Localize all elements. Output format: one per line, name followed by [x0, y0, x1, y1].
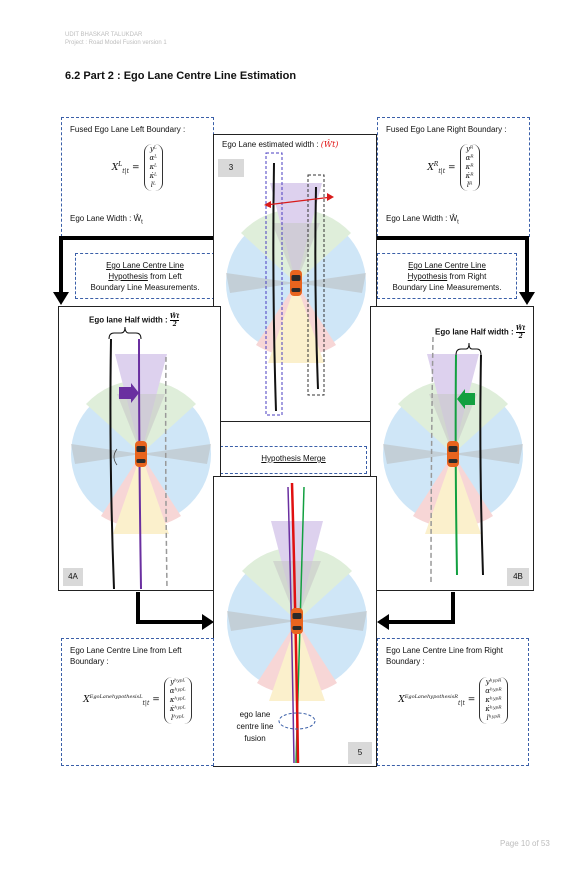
header-author: UDIT BHASKAR TALUKDAR: [65, 32, 143, 38]
hyp-right-box: Ego Lane Centre Line Hypothesis from Rig…: [377, 253, 517, 299]
panel-5: ego lane centre line fusion 5: [213, 476, 377, 767]
panel3-tag: 3: [218, 159, 244, 177]
centre-right-title: Ego Lane Centre Line from Right Boundary…: [386, 646, 503, 666]
hyp-right-line1: Ego Lane Centre Line: [408, 261, 486, 270]
hyp-right-line3: Boundary Line Measurements.: [392, 283, 502, 292]
panel3-diagram: [226, 152, 366, 416]
panel3-label: Ego Lane estimated width : (Ŵt): [222, 140, 339, 149]
hyp-merge-box: Hypothesis Merge: [220, 446, 367, 474]
panel4b-tag: 4B: [507, 568, 529, 586]
right-boundary-box: Fused Ego Lane Right Boundary : XRt|t = …: [377, 117, 530, 237]
fusion-label: ego lane centre line fusion: [236, 710, 274, 743]
centre-left-box: Ego Lane Centre Line from Left Boundary …: [61, 638, 214, 766]
panel4a-tag: 4A: [63, 568, 83, 586]
section-title: 6.2 Part 2 : Ego Lane Centre Line Estima…: [65, 70, 297, 82]
panel5-diagram: [227, 482, 367, 764]
panel4a-diagram: [71, 326, 211, 590]
page-number: Page 10 of 53: [500, 839, 550, 848]
right-width-label: Ego Lane Width : Ŵt: [386, 214, 459, 226]
left-boundary-title: Fused Ego Lane Left Boundary :: [70, 125, 186, 134]
hyp-merge-title: Hypothesis Merge: [261, 454, 326, 463]
panel-3: Ego Lane estimated width : (Ŵt) 3: [213, 134, 377, 422]
hyp-left-line3: Boundary Line Measurements.: [90, 283, 200, 292]
header-project: Project : Road Model Fusion version 1: [65, 40, 167, 46]
hyp-left-line1: Ego Lane Centre Line: [106, 261, 184, 270]
centre-right-box: Ego Lane Centre Line from Right Boundary…: [377, 638, 529, 766]
right-boundary-title: Fused Ego Lane Right Boundary :: [386, 125, 507, 134]
left-boundary-box: Fused Ego Lane Left Boundary : XLt|t = y…: [61, 117, 214, 237]
hyp-left-box: Ego Lane Centre Line Hypothesis from Lef…: [75, 253, 215, 299]
panel4b-diagram: [383, 336, 523, 586]
left-width-label: Ego Lane Width : Ŵt: [70, 214, 143, 226]
panel5-tag: 5: [348, 742, 372, 764]
centre-left-title: Ego Lane Centre Line from Left Boundary …: [70, 646, 182, 666]
